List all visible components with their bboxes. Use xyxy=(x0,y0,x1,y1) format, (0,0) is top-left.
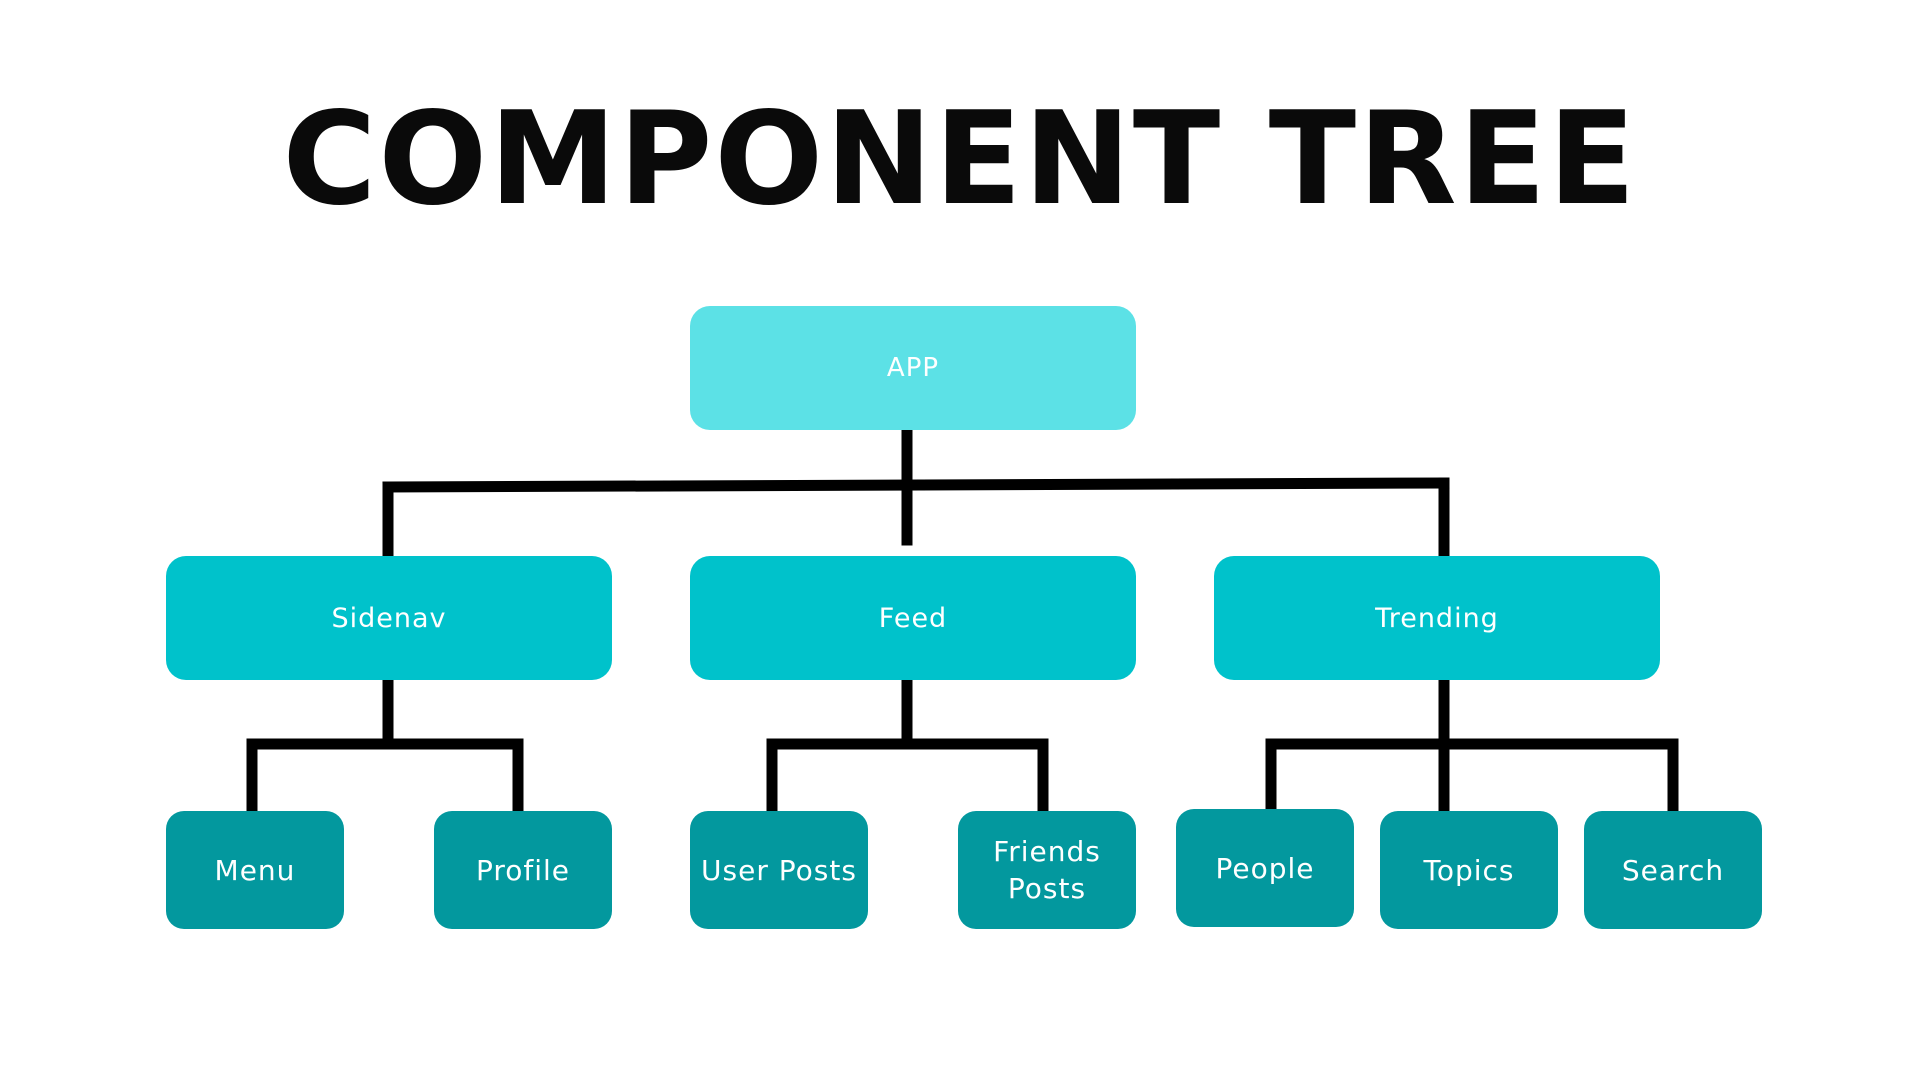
node-search-label: Search xyxy=(1621,853,1725,887)
diagram-title: COMPONENT TREE xyxy=(282,85,1638,234)
node-user-posts-label: User Posts xyxy=(701,853,857,887)
node-people-label: People xyxy=(1215,851,1315,885)
node-topics[interactable]: Topics xyxy=(1380,811,1558,929)
node-friends-posts[interactable]: Friends Posts xyxy=(958,811,1136,929)
node-profile-label: Profile xyxy=(475,853,571,887)
node-topics-label: Topics xyxy=(1423,853,1515,887)
node-feed-label: Feed xyxy=(878,602,948,634)
node-search[interactable]: Search xyxy=(1584,811,1762,929)
node-profile[interactable]: Profile xyxy=(434,811,612,929)
node-trending-label: Trending xyxy=(1375,602,1499,634)
connector-lines xyxy=(246,424,1679,814)
node-app-label: APP xyxy=(886,353,940,383)
node-app[interactable]: APP xyxy=(690,306,1136,430)
node-people[interactable]: People xyxy=(1176,809,1354,927)
node-menu-label: Menu xyxy=(214,853,296,887)
node-sidenav-label: Sidenav xyxy=(331,602,447,634)
node-friends-posts-label: Friends Posts xyxy=(993,835,1101,905)
node-feed[interactable]: Feed xyxy=(690,556,1136,680)
node-trending[interactable]: Trending xyxy=(1214,556,1660,680)
node-sidenav[interactable]: Sidenav xyxy=(166,556,612,680)
connector-app-bar xyxy=(382,477,1450,493)
node-menu[interactable]: Menu xyxy=(166,811,344,929)
node-user-posts[interactable]: User Posts xyxy=(690,811,868,929)
